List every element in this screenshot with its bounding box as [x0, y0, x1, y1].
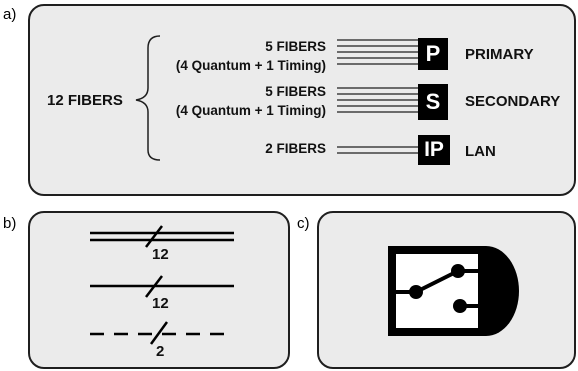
panel-a [28, 4, 576, 196]
total-fibers-label: 12 FIBERS [47, 92, 123, 109]
group-brace [135, 35, 161, 161]
secondary-fiber-lines [337, 87, 418, 113]
panel-a-label: a) [3, 6, 17, 23]
secondary-count-label: 5 FIBERS [265, 84, 326, 99]
panel-b [28, 211, 290, 369]
primary-detail-label: (4 Quantum + 1 Timing) [175, 58, 326, 73]
single-line-count: 12 [152, 295, 169, 312]
secondary-badge: S [418, 84, 448, 120]
lan-badge: IP [418, 135, 450, 165]
single-line-symbol [90, 275, 234, 298]
lan-label: LAN [465, 143, 496, 160]
panel-c-label: c) [297, 215, 310, 232]
secondary-label: SECONDARY [465, 93, 561, 110]
primary-count-label: 5 FIBERS [265, 39, 326, 54]
dashed-line-count: 2 [156, 343, 165, 360]
dashed-line-symbol [90, 321, 234, 345]
optical-switch-icon [388, 246, 519, 336]
primary-label: PRIMARY [465, 46, 534, 63]
lan-fiber-lines [337, 146, 418, 154]
primary-badge: P [418, 38, 448, 70]
secondary-detail-label: (4 Quantum + 1 Timing) [175, 103, 326, 118]
double-line-symbol [90, 225, 234, 248]
primary-fiber-lines [337, 39, 418, 65]
panel-b-label: b) [3, 215, 17, 232]
lan-count-label: 2 FIBERS [265, 141, 326, 156]
double-line-count: 12 [152, 246, 169, 263]
